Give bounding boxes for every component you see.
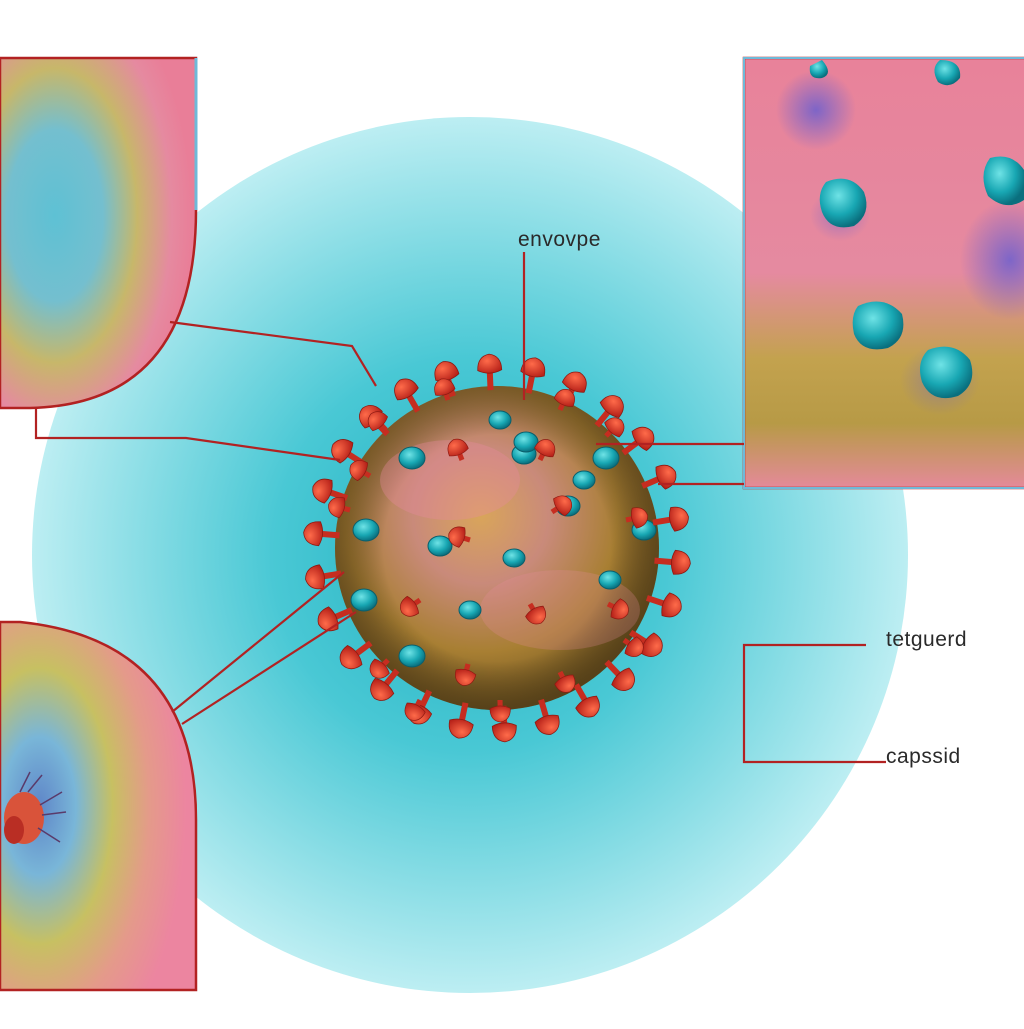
label-capsid: capssid xyxy=(886,745,961,768)
receptor-knob-icon xyxy=(934,60,961,86)
receptor-knob-icon xyxy=(398,446,426,470)
spike-protein-icon xyxy=(448,702,474,739)
leader-line-bottom-left-2 xyxy=(181,611,357,725)
receptor-knob-icon xyxy=(572,470,596,490)
spike-protein-icon xyxy=(455,663,477,686)
spike-protein-icon xyxy=(652,506,689,532)
spike-protein-icon xyxy=(604,417,625,438)
spike-protein-icon xyxy=(434,378,456,401)
spike-protein-icon xyxy=(573,683,600,718)
inset-panel-bottom-left xyxy=(0,620,198,992)
inset-panel-top-left xyxy=(0,56,198,410)
spike-protein-icon xyxy=(606,598,629,620)
leader-line-tetguerd-capsid xyxy=(742,643,886,764)
spike-protein-icon xyxy=(448,526,471,548)
spike-protein-icon xyxy=(594,395,624,428)
spike-protein-icon xyxy=(447,438,469,461)
spike-protein-icon xyxy=(369,658,390,679)
spike-protein-icon xyxy=(550,495,573,517)
receptor-knob-icon xyxy=(852,301,904,350)
label-envelope: envovpe xyxy=(518,228,601,251)
leader-line-top-left-panel-1 xyxy=(169,320,377,387)
receptor-knob-icon xyxy=(427,535,453,557)
spike-protein-icon xyxy=(654,549,691,575)
spike-protein-icon xyxy=(305,564,342,590)
spike-protein-icon xyxy=(404,698,426,721)
label-tetguerd: tetguerd xyxy=(886,628,968,651)
spike-protein-icon xyxy=(339,640,373,670)
receptor-knob-icon xyxy=(598,570,622,590)
receptor-knob-icon xyxy=(350,588,378,612)
inset-panel-right xyxy=(742,56,1024,490)
receptor-knob-icon xyxy=(352,518,380,542)
virus-particle-icon xyxy=(303,353,691,743)
spike-protein-icon xyxy=(645,592,682,618)
receptor-knob-icon xyxy=(983,156,1024,206)
spike-protein-icon xyxy=(370,668,400,701)
spike-protein-icon xyxy=(525,602,547,625)
spike-protein-icon xyxy=(553,389,575,412)
spike-protein-icon xyxy=(534,439,556,462)
spike-protein-icon xyxy=(303,521,340,547)
receptor-knob-icon xyxy=(502,548,526,568)
spike-protein-icon xyxy=(534,698,560,735)
spike-protein-icon xyxy=(628,629,663,657)
receptor-knob-icon xyxy=(819,178,867,228)
spike-protein-icon xyxy=(349,460,372,482)
spike-protein-icon xyxy=(328,496,351,519)
spike-protein-icon xyxy=(477,353,503,391)
spike-protein-icon xyxy=(604,659,635,692)
spike-protein-icon xyxy=(367,411,388,432)
spike-protein-icon xyxy=(400,595,422,617)
spike-protein-icon xyxy=(622,636,644,658)
spike-protein-icon xyxy=(520,357,546,394)
leader-lines xyxy=(34,252,886,764)
receptor-knob-icon xyxy=(398,644,426,668)
receptor-knob-icon xyxy=(458,600,482,620)
receptor-knob-icon xyxy=(920,346,973,399)
spike-protein-icon xyxy=(554,670,576,693)
receptor-knob-icon xyxy=(592,446,620,470)
leader-line-top-left-panel-2 xyxy=(34,408,341,462)
leader-line-bottom-left-1 xyxy=(171,571,345,713)
receptor-knob-icon xyxy=(488,410,512,430)
receptor-knob-icon xyxy=(513,431,539,453)
spike-protein-icon xyxy=(625,507,648,529)
spike-protein-icon xyxy=(394,378,421,413)
spike-protein-icon xyxy=(489,699,511,723)
micro-organism-icon xyxy=(4,771,67,844)
